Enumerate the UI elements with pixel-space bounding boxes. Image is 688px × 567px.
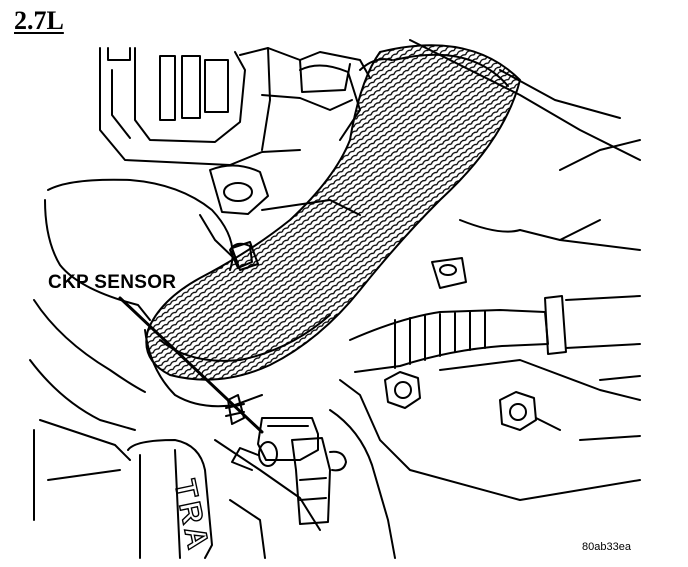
ckp-sensor-callout: CKP SENSOR — [48, 272, 177, 293]
figure-id: 80ab33ea — [582, 541, 631, 553]
engine-size-title: 2.7L — [14, 6, 64, 35]
wiring-tube — [349, 295, 641, 373]
transmission-housing — [127, 359, 641, 559]
bolt-center — [384, 371, 421, 409]
corrugated-hose — [144, 44, 521, 408]
misc-linework — [33, 219, 641, 521]
bolt-right — [499, 391, 561, 431]
ckp-sensor — [225, 394, 347, 525]
housing-lettering: TRA — [168, 477, 216, 556]
ckp-leader-line — [118, 296, 264, 434]
hose-clamp-upper — [231, 241, 467, 289]
